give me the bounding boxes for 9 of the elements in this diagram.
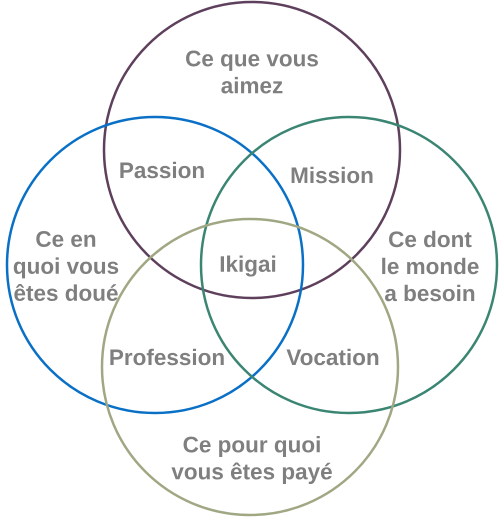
overlap-label: Passion — [120, 162, 204, 178]
region-label: Ce que vous aimez — [186, 50, 318, 94]
overlap-label: Profession — [110, 348, 224, 366]
region-label: Ce dont le monde a besoin — [382, 230, 479, 302]
overlap-label: Mission — [292, 166, 372, 184]
overlap-label: Vocation — [286, 348, 378, 366]
region-label: Ce en quoi vous êtes doué — [14, 231, 118, 301]
overlap-label: Ikigai — [220, 255, 276, 277]
region-label: Ce pour quoi vous êtes payé — [171, 436, 332, 484]
